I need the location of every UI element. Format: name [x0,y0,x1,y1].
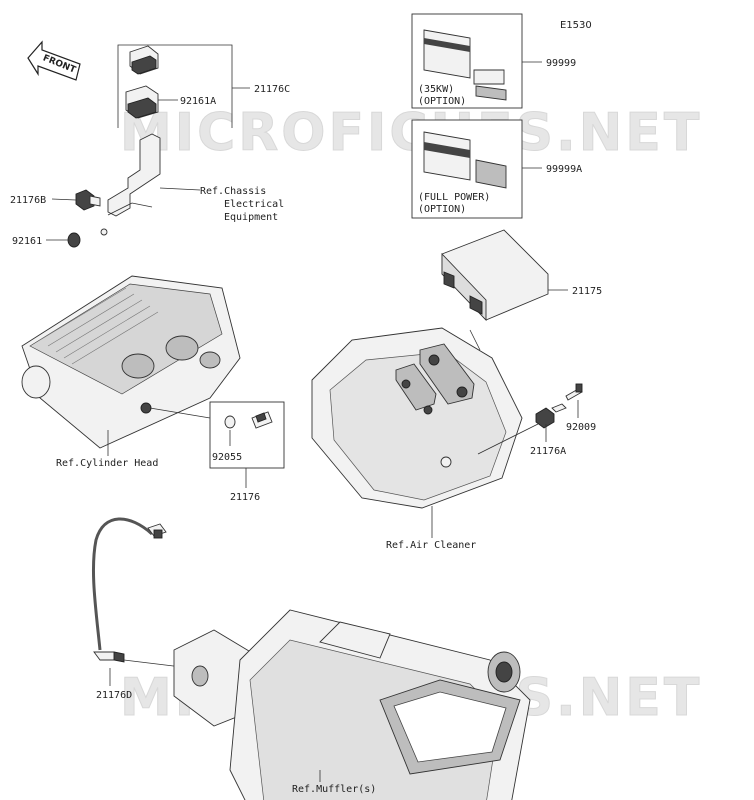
label-21176D: 21176D [96,690,132,701]
ecu-21175-icon [441,229,568,351]
chassis-bracket-icon [107,133,161,217]
label-99999A: 99999A [546,164,582,175]
label-opt-full: (FULL POWER) [418,192,490,203]
label-21175: 21175 [572,286,602,297]
switch-21176B-icon [51,189,101,211]
grommet-92161-icon [46,232,81,248]
label-opt-35kw: (35KW) [418,84,454,95]
air-cleaner-housing-icon [311,327,539,538]
o2-sensor-21176D-icon [91,517,191,686]
sensor-21176A-icon [535,403,567,442]
label-99999: 99999 [546,58,576,69]
label-ref-chassis-2: Electrical [224,199,284,210]
label-ref-muffler: Ref.Muffler(s) [292,784,376,795]
label-21176: 21176 [230,492,260,503]
cylinder-head-icon [21,275,241,456]
front-arrow-icon: FRONT [27,40,81,81]
label-opt-35kw-2: (OPTION) [418,96,466,107]
label-92161A: 92161A [180,96,216,107]
label-ref-air-cleaner: Ref.Air Cleaner [386,540,476,551]
sticker-full-power-box [411,119,542,219]
label-92055: 92055 [212,452,242,463]
temp-sensor-21176-box [209,401,285,488]
label-ref-chassis-3: Equipment [224,212,278,223]
bolt-92009-icon [565,383,583,418]
label-92009: 92009 [566,422,596,433]
label-opt-full-2: (OPTION) [418,204,466,215]
diagram-code: E1530 [560,20,592,31]
label-21176A: 21176A [530,446,566,457]
relay-group [100,44,250,236]
label-92161: 92161 [12,236,42,247]
label-21176B: 21176B [10,195,46,206]
label-ref-chassis: Ref.Chassis [200,186,266,197]
muffler-icon [173,609,531,800]
watermark-top: MICROFICHES.NET [120,103,702,163]
label-ref-cylinder-head: Ref.Cylinder Head [56,458,158,469]
sticker-35kw-box [411,13,542,109]
label-21176C: 21176C [254,84,290,95]
